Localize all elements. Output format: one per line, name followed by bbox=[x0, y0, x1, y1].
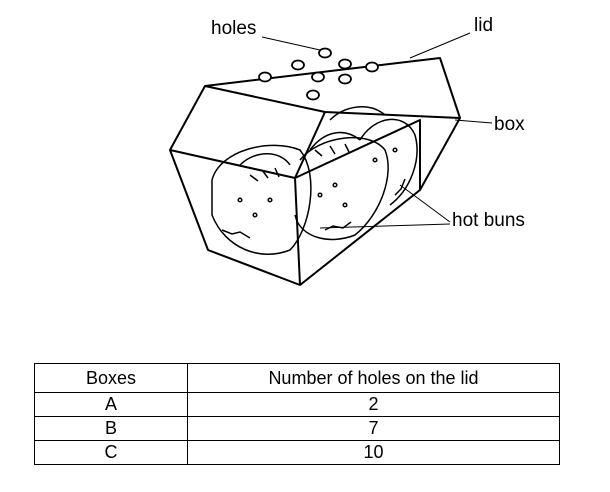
front-face bbox=[169, 149, 301, 286]
hot-buns bbox=[211, 106, 418, 255]
box-cell: C bbox=[34, 440, 188, 465]
leader-lines bbox=[261, 32, 493, 229]
label-box: box bbox=[494, 114, 525, 135]
table-row: A 2 bbox=[34, 392, 560, 417]
label-holes: holes bbox=[211, 18, 257, 39]
box-cell: A bbox=[34, 392, 188, 417]
holes-cell: 7 bbox=[187, 416, 560, 441]
label-hot-buns: hot buns bbox=[452, 210, 525, 231]
holes-cell: 2 bbox=[187, 392, 560, 417]
lid-edge bbox=[204, 85, 461, 119]
table-row: B 7 bbox=[34, 416, 560, 441]
header-boxes: Boxes bbox=[34, 363, 188, 393]
table-header-row: Boxes Number of holes on the lid bbox=[34, 363, 560, 393]
table-row: C 10 bbox=[34, 440, 560, 465]
box-cell: B bbox=[34, 416, 188, 441]
label-lid: lid bbox=[474, 15, 494, 36]
holes-table: Boxes Number of holes on the lid A 2 B 7… bbox=[34, 363, 560, 465]
header-number-of-holes: Number of holes on the lid bbox=[187, 363, 560, 393]
holes-cell: 10 bbox=[187, 440, 560, 465]
lid-holes bbox=[258, 47, 379, 101]
box-outline bbox=[169, 57, 461, 286]
box-diagram bbox=[169, 32, 493, 286]
